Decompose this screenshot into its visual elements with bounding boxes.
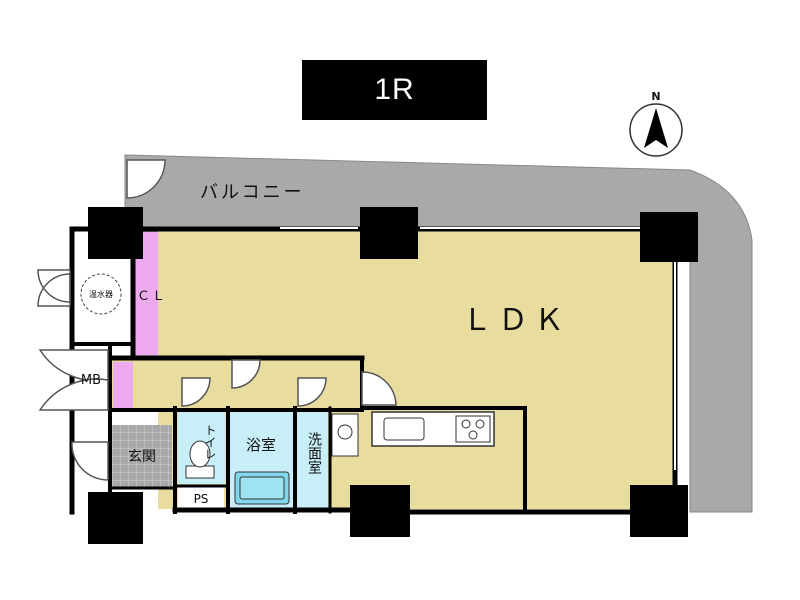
toilet-label: トイレ [203, 424, 217, 460]
washbasin [331, 413, 359, 457]
entrance-floor [112, 425, 172, 487]
bathtub [234, 471, 290, 505]
balcony-area [124, 154, 753, 513]
closet-label: ＣＬ [137, 289, 167, 304]
bath-label: 浴室 [246, 436, 276, 454]
toilet-fixture [185, 440, 215, 479]
entrance-label: 玄関 [128, 448, 156, 465]
mb-label: MB [81, 373, 101, 388]
mb-closet-strip [113, 362, 133, 410]
washroom-area [297, 412, 328, 508]
compass-label: N [651, 90, 660, 103]
kitchen-counter [371, 411, 495, 447]
washroom-label: 洗面室 [306, 432, 322, 474]
columns [88, 207, 698, 544]
ps-label: PS [194, 492, 209, 506]
plan-title: 1R [302, 60, 487, 120]
ps-room [178, 486, 224, 510]
water-heater-icon [80, 273, 122, 315]
balcony-door-swing [126, 159, 166, 199]
compass [629, 103, 683, 157]
balcony-label: バルコニー [200, 182, 305, 203]
north-arrow-icon [644, 108, 668, 148]
windows [280, 227, 676, 470]
door-swings [37, 269, 397, 481]
water-heater-label: 温水器 [89, 289, 113, 299]
ldk-label: ＬＤＫ [462, 303, 570, 338]
